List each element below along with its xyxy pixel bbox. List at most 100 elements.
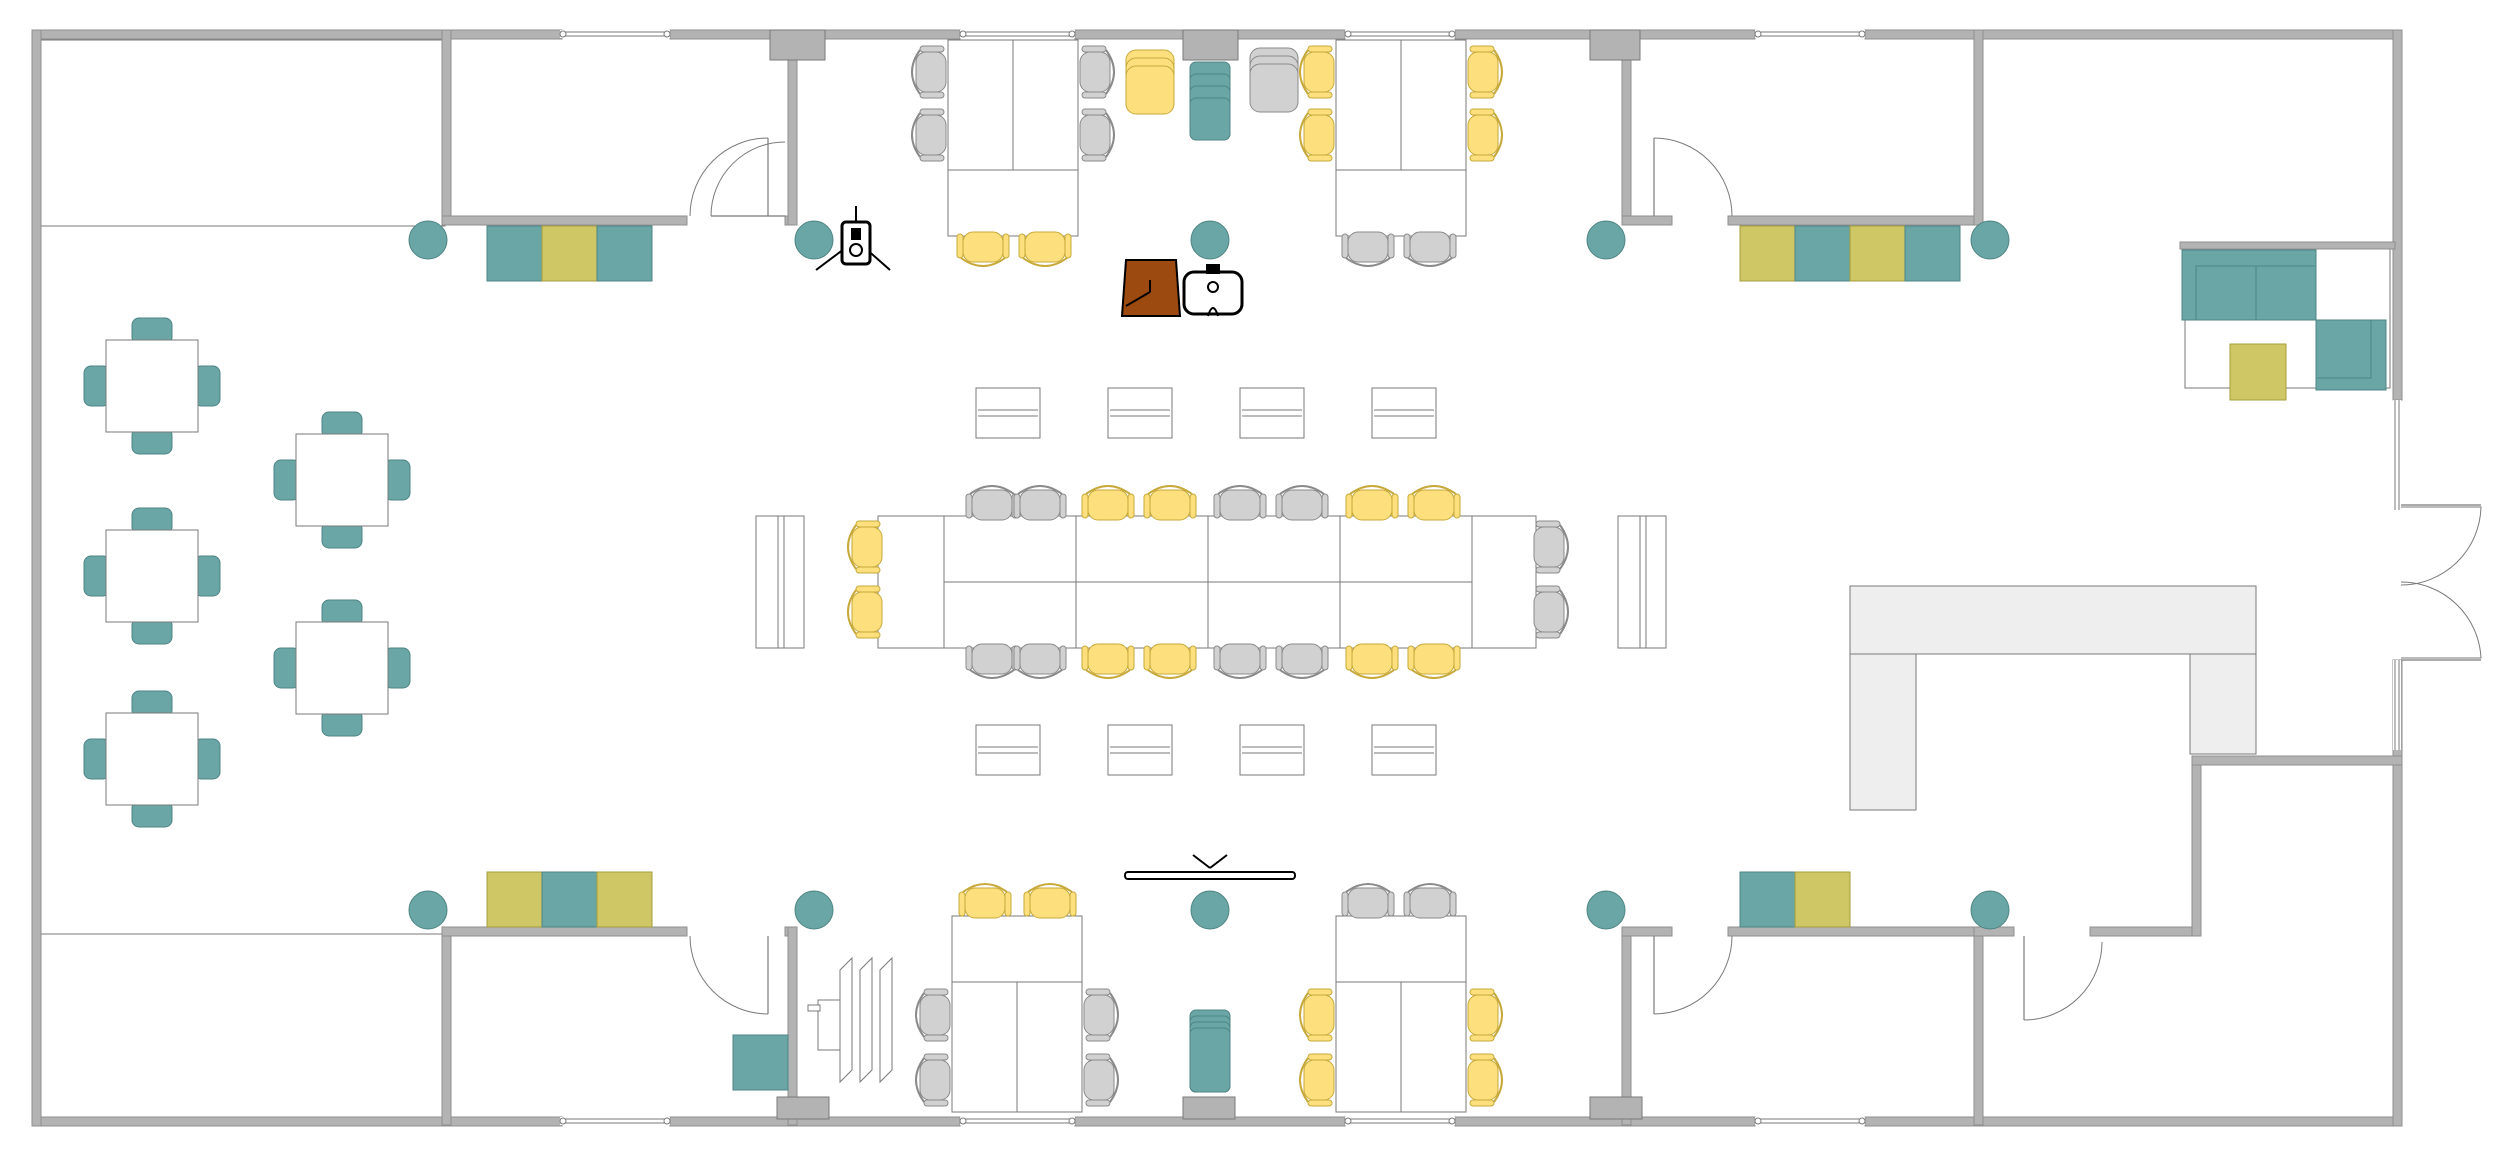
chair-arm — [1307, 45, 1333, 53]
screen-stand — [1209, 854, 1228, 869]
window-jamb — [1448, 30, 1456, 38]
desk-icon — [1371, 387, 1437, 439]
chair-back — [1411, 669, 1457, 679]
chair-seat — [1149, 489, 1191, 521]
chair-seat — [1303, 994, 1335, 1036]
stool-icon — [1849, 225, 1906, 282]
chair-icon — [1533, 520, 1569, 574]
ottoman — [2229, 343, 2287, 401]
desk-top — [951, 915, 1083, 983]
column-icon — [1190, 890, 1230, 930]
chair-arm — [1449, 233, 1457, 259]
window-gap — [560, 1117, 670, 1125]
window-jamb — [1344, 30, 1352, 38]
column-icon — [794, 890, 834, 930]
door-arc — [2400, 506, 2482, 586]
chair-arm — [923, 988, 949, 996]
chair-seat — [1087, 489, 1129, 521]
cafe-table — [105, 529, 199, 623]
wall — [2179, 241, 2396, 250]
desk-icon — [1335, 169, 1467, 237]
chair-seat — [1413, 643, 1455, 675]
equipment-layer — [807, 206, 1296, 1084]
chair-icon — [1467, 108, 1503, 162]
desk-top — [947, 169, 1079, 237]
chair-seat — [1079, 51, 1111, 93]
cafe-table — [295, 621, 389, 715]
chair-arm — [1407, 493, 1415, 519]
stool-icon — [1739, 871, 1796, 928]
cafe-table — [105, 339, 199, 433]
chair-seat — [1019, 489, 1061, 521]
window-jamb — [959, 1117, 967, 1125]
chair-icon — [847, 585, 883, 639]
table-segment — [1075, 581, 1209, 649]
window — [959, 30, 1076, 38]
chair-icon — [965, 485, 1019, 521]
pillar — [769, 29, 826, 61]
door-swing-icon — [2023, 936, 2103, 1021]
chair-arm — [1127, 645, 1135, 671]
chair-icon — [1081, 485, 1135, 521]
table-segment — [1339, 515, 1473, 583]
chair-arm — [1081, 154, 1107, 162]
chair-arm — [919, 154, 945, 162]
chair-icon — [1213, 485, 1267, 521]
wall — [1621, 926, 1632, 1126]
chair-back — [1027, 883, 1073, 893]
chair-arm — [1213, 645, 1221, 671]
chair-seat — [1467, 994, 1499, 1036]
chair-arm — [1002, 233, 1010, 259]
chair-back — [1147, 485, 1193, 495]
chair-seat — [1351, 643, 1393, 675]
chair-back — [962, 883, 1008, 893]
wall — [1973, 926, 1984, 1126]
chair-back — [1407, 257, 1453, 267]
door-arc — [689, 935, 769, 1015]
chair-arm — [923, 1053, 949, 1061]
chair-arm — [1081, 91, 1107, 99]
cafe-table — [105, 712, 199, 806]
chair-back — [1559, 589, 1569, 635]
chair-arm — [1259, 493, 1267, 519]
desk-icon — [1335, 981, 1467, 1113]
window-jamb — [559, 1117, 567, 1125]
chair-arm — [1059, 493, 1067, 519]
table-end — [877, 515, 945, 649]
chair-arm — [1023, 891, 1031, 917]
chair-arm — [1275, 645, 1283, 671]
window — [1344, 30, 1456, 38]
chair-arm — [1213, 493, 1221, 519]
chair-arm — [1387, 233, 1395, 259]
chair-icon — [1143, 485, 1197, 521]
chair-icon — [911, 45, 947, 99]
window-jamb — [1448, 1117, 1456, 1125]
cafe-table-set — [273, 599, 411, 737]
projection-screen-icon — [1124, 854, 1296, 880]
chair-seat — [1467, 114, 1499, 156]
stool-icon — [486, 871, 543, 928]
chair-arm — [1275, 493, 1283, 519]
chair-back — [1279, 485, 1325, 495]
window-jamb — [1344, 1117, 1352, 1125]
chair-arm — [1535, 520, 1561, 528]
chair-icon — [1345, 643, 1399, 679]
chair-arm — [1321, 493, 1329, 519]
chair-arm — [965, 493, 973, 519]
desk-icon — [1335, 915, 1467, 983]
wall — [1864, 1116, 2403, 1127]
door-swing-icon — [689, 935, 769, 1015]
wall — [1864, 29, 2403, 40]
l-shaped-counter-icon — [1849, 585, 2257, 811]
armchair — [1249, 63, 1299, 113]
desk-icon — [975, 724, 1041, 776]
window-jamb — [559, 30, 567, 38]
table-segment — [943, 581, 1077, 649]
chair-arm — [1469, 45, 1495, 53]
window — [1754, 30, 1866, 38]
desk-icon — [1107, 724, 1173, 776]
desk-top — [1107, 724, 1173, 776]
chair-seat — [1413, 489, 1455, 521]
chair-arm — [919, 108, 945, 116]
chair-seat — [1409, 887, 1451, 919]
